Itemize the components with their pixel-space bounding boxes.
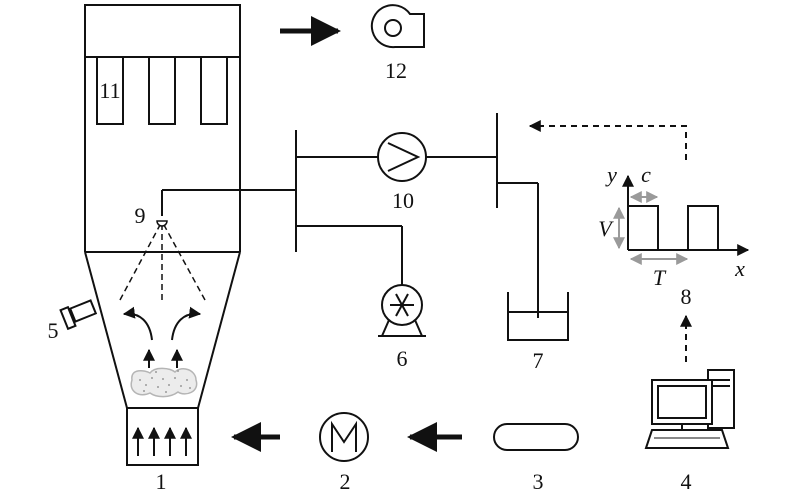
- spray-nozzle: [119, 190, 206, 301]
- pulse-period-label: T: [653, 265, 667, 290]
- pulse-labels: y c V T x: [598, 162, 745, 290]
- pulse-x-label: x: [734, 256, 745, 281]
- heater: [319, 412, 369, 462]
- column-top-section: [84, 4, 241, 58]
- pulse-y-label: y: [605, 162, 617, 187]
- control-signal-lines: [528, 120, 692, 362]
- pulse-waveform: [613, 174, 750, 265]
- label-7: 7: [533, 348, 544, 373]
- label-4: 4: [681, 469, 692, 494]
- computer-icon: [644, 369, 735, 449]
- gas-tank: [493, 423, 579, 451]
- label-5: 5: [48, 318, 59, 343]
- cone-left-wall: [84, 251, 128, 409]
- piping: [162, 113, 539, 318]
- cone-right-wall: [197, 251, 241, 409]
- label-8: 8: [681, 284, 692, 309]
- liquid-reservoir: [507, 292, 569, 341]
- exhaust-fan: [370, 4, 425, 49]
- powder-bed: [130, 367, 198, 398]
- component-labels: 1 2 3 4 5 6 7 8 9 10 11 12: [48, 58, 692, 494]
- label-12: 12: [385, 58, 407, 83]
- label-9: 9: [135, 203, 146, 228]
- label-6: 6: [397, 346, 408, 371]
- gas-flow-arrows: [122, 306, 202, 368]
- air-compressor: [378, 284, 426, 337]
- sampling-port: [59, 299, 98, 331]
- pulse-width-label: c: [641, 162, 651, 187]
- label-2: 2: [340, 469, 351, 494]
- label-10: 10: [392, 188, 414, 213]
- filter-bags: [96, 56, 228, 125]
- label-1: 1: [156, 469, 167, 494]
- air-inlet-chamber: [126, 407, 199, 466]
- label-11: 11: [99, 78, 120, 103]
- pump: [377, 132, 427, 182]
- label-3: 3: [533, 469, 544, 494]
- pulse-amplitude-label: V: [598, 216, 614, 241]
